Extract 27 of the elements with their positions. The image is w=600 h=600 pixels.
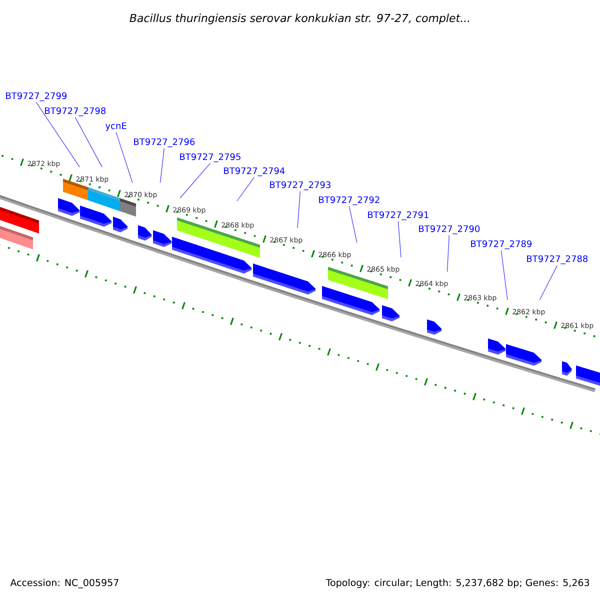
gene-label: BT9727_2788 xyxy=(527,255,588,264)
leader-line xyxy=(539,265,558,300)
gene-label: BT9727_2799 xyxy=(6,92,67,102)
gene-label: ycnE xyxy=(105,122,126,131)
leader-line xyxy=(297,191,300,228)
leader-line xyxy=(236,177,254,202)
leader-line xyxy=(500,250,508,300)
leader-line xyxy=(36,102,80,168)
leader-line xyxy=(398,221,402,258)
gene-label: BT9727_2798 xyxy=(45,107,106,116)
gene-label: BT9727_2794 xyxy=(224,167,285,176)
accession-label: Accession: NC_005957 xyxy=(10,578,118,588)
leader-line xyxy=(116,132,133,184)
leader-line xyxy=(74,117,102,168)
leader-line xyxy=(180,163,210,198)
gene-label: BT9727_2796 xyxy=(134,138,195,148)
genome-info-label: Topology: circular; Length: 5,237,682 bp; Genes: 5,263 xyxy=(326,578,590,588)
leader-line xyxy=(348,206,358,244)
gene-label: BT9727_2789 xyxy=(471,240,532,250)
gene-label: BT9727_2791 xyxy=(368,211,428,220)
leader-line xyxy=(446,235,450,272)
gene-label: BT9727_2790 xyxy=(419,225,480,234)
leader-line xyxy=(160,148,164,184)
gene-label: BT9727_2795 xyxy=(180,153,240,162)
gene-label: BT9727_2792 xyxy=(319,196,380,206)
title: Bacillus thuringiensis serovar konkukian str. 97-27, complet... xyxy=(130,14,470,24)
gene-label: BT9727_2793 xyxy=(270,181,330,190)
